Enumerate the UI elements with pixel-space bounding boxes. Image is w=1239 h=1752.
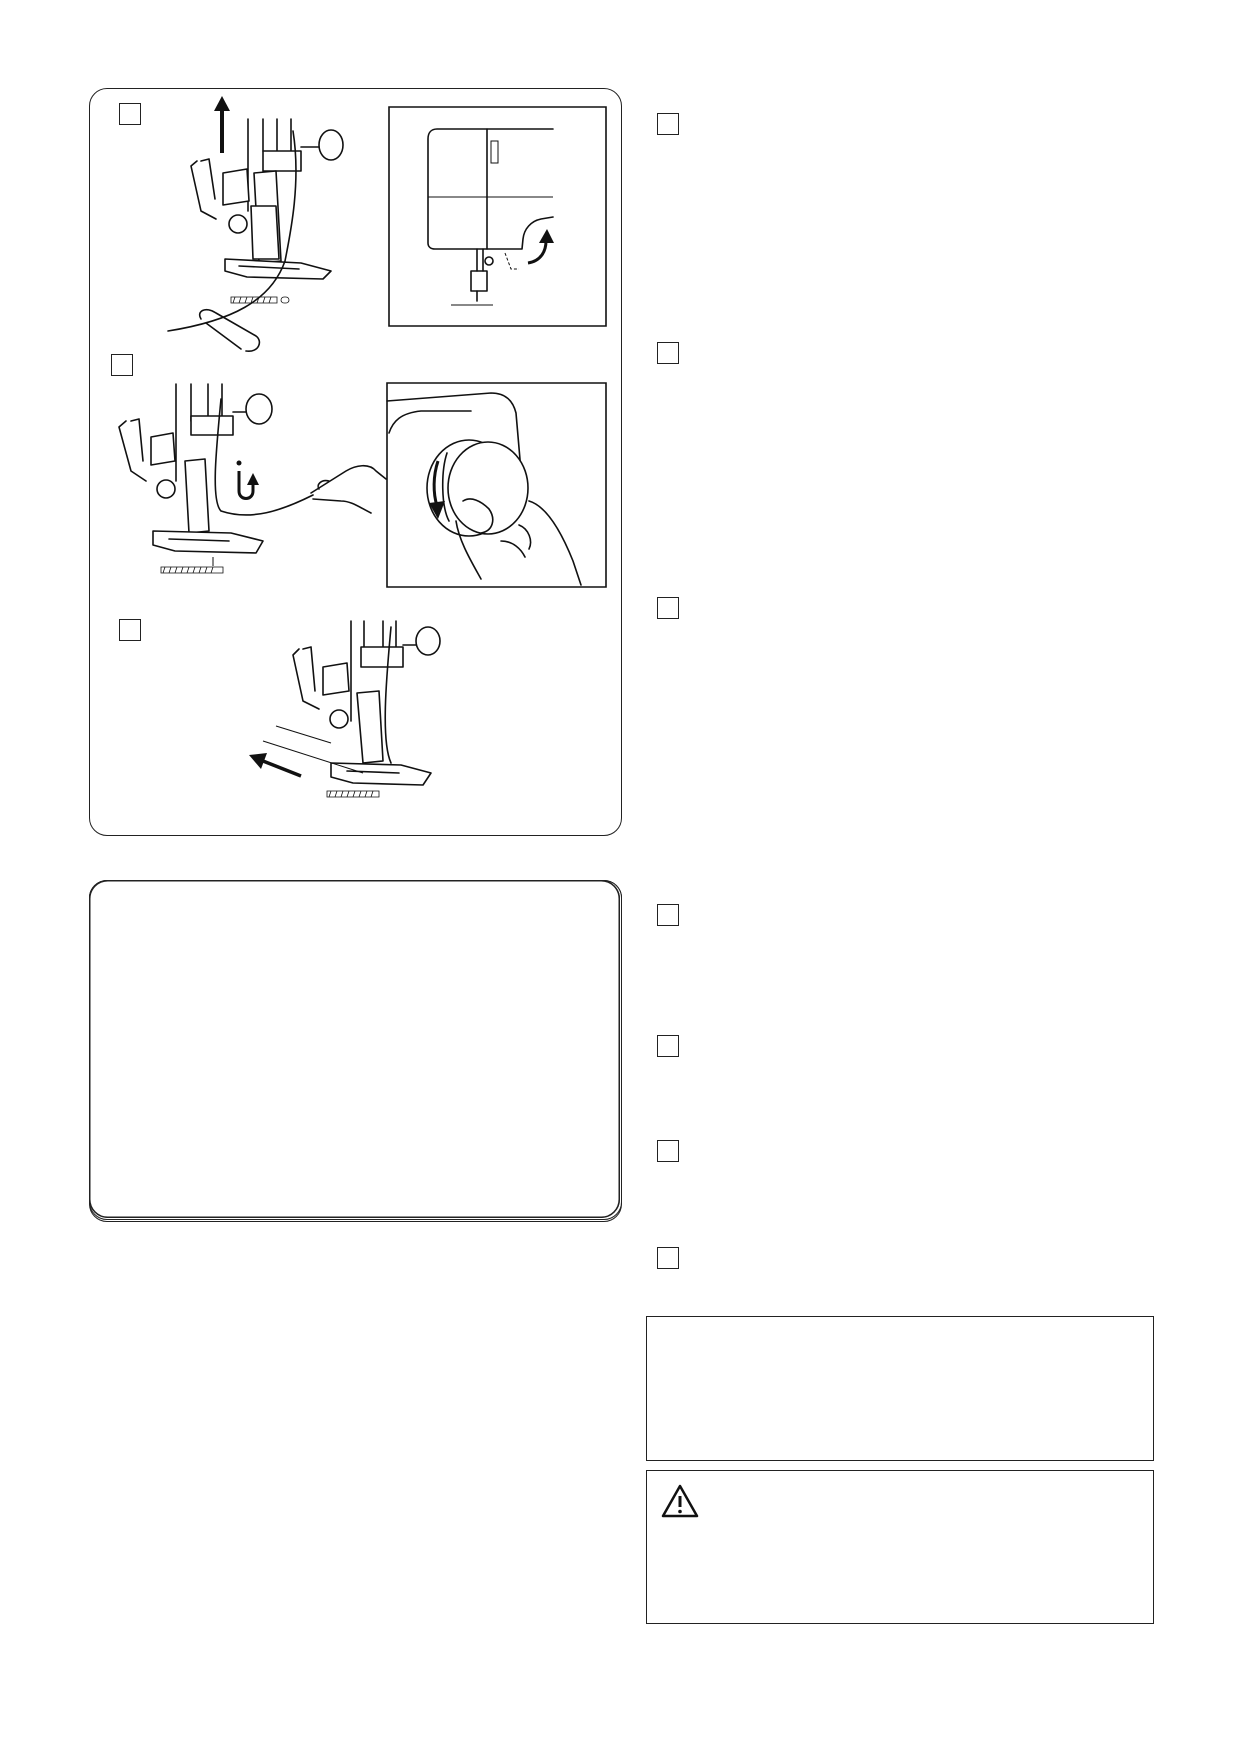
step-box-2: [111, 354, 133, 376]
warning-triangle-icon: [660, 1483, 700, 1519]
illustration-thread-under-foot: [119, 384, 386, 573]
right-step-box-3: [657, 597, 679, 619]
top-panel-illustrations: [90, 96, 621, 835]
curved-arrow-icon: [236, 460, 259, 499]
illustration-lever-inset: [389, 107, 606, 326]
illustration-handwheel-inset: [387, 383, 606, 587]
top-illustration-panel: [89, 88, 622, 836]
arrow-up-icon: [214, 96, 230, 153]
arrow-left-icon: [249, 753, 301, 776]
right-step-box-2: [657, 342, 679, 364]
right-step-box-5: [657, 1035, 679, 1057]
step-box-1: [119, 103, 141, 125]
step-box-3: [119, 619, 141, 641]
illustration-sewing-forward: [249, 621, 440, 797]
right-step-box-4: [657, 904, 679, 926]
right-step-box-6: [657, 1140, 679, 1162]
illustration-presser-foot-thread: [168, 96, 343, 351]
right-step-box-1: [657, 113, 679, 135]
note-box: [646, 1316, 1154, 1461]
warning-box: [646, 1470, 1154, 1624]
right-step-box-7: [657, 1247, 679, 1269]
